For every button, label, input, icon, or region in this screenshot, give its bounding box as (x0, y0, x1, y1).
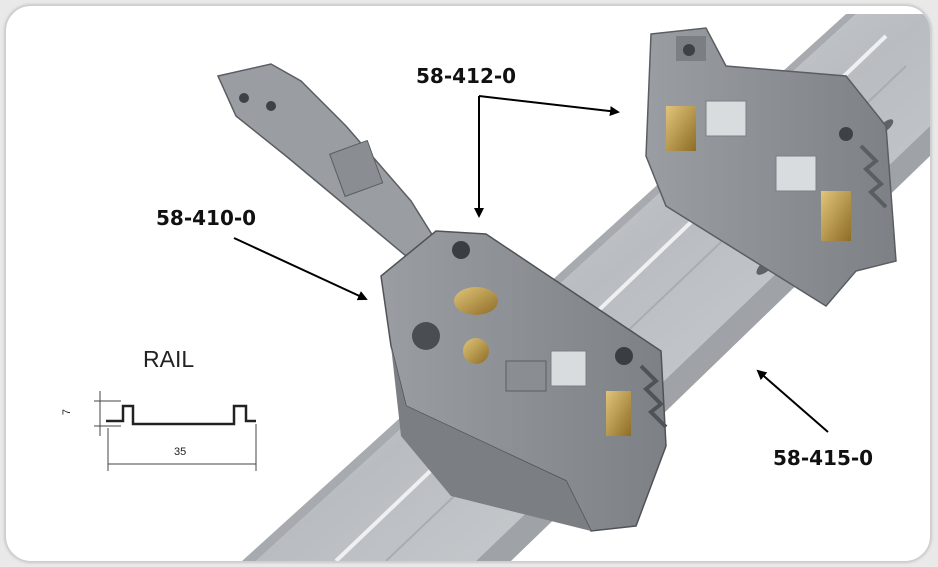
arrow-58-415-0 (756, 369, 829, 433)
product-illustration (94, 14, 930, 561)
rail-height-dimension: 7 (61, 408, 74, 416)
terminal-block-58-410-0 (380, 230, 668, 532)
rail-title: RAIL (143, 346, 195, 372)
figure-frame: 58-412-0 58-410-0 58-415-0 RAIL 7 35 (5, 5, 931, 562)
end-cover-piece (216, 63, 438, 257)
arrow-58-410-0 (233, 237, 368, 301)
arrow-58-412-0-to-right-block (478, 95, 620, 117)
label-58-412-0: 58-412-0 (416, 64, 517, 88)
label-58-410-0: 58-410-0 (156, 206, 257, 230)
rail-width-dimension: 35 (174, 446, 187, 458)
label-58-415-0: 58-415-0 (773, 446, 874, 470)
terminal-block-58-412-0 (645, 27, 897, 307)
rail-profile-drawing (94, 391, 257, 471)
